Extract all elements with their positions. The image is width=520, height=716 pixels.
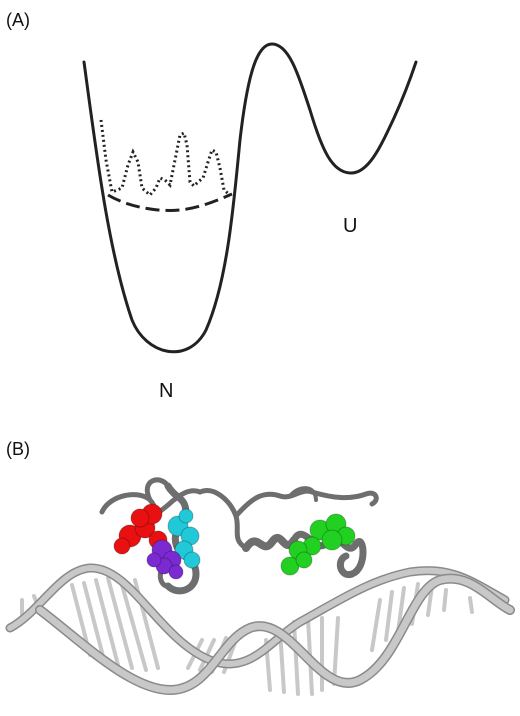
panel-a-label: (A) xyxy=(6,10,30,30)
residue-red-spheres xyxy=(113,503,168,555)
rugged-substate-dotted-curve xyxy=(99,119,231,198)
metastable-dashed-curve xyxy=(107,192,233,212)
panel-b: (B) xyxy=(5,439,515,696)
dna-double-helix xyxy=(5,563,515,696)
dna-base-pairs xyxy=(20,576,474,696)
energy-landscape-curve xyxy=(82,42,418,354)
protein-ribbon xyxy=(99,477,379,595)
residue-cyan-spheres xyxy=(167,508,201,569)
native-well-label: N xyxy=(159,380,173,402)
unfolded-well-label: U xyxy=(343,215,357,237)
protein-helix-middle xyxy=(242,533,298,552)
residue-green-spheres xyxy=(280,513,356,576)
panel-b-label: (B) xyxy=(6,439,30,459)
residue-purple-spheres xyxy=(146,539,184,580)
protein-helix-left xyxy=(164,482,200,595)
panel-a: (A) U N xyxy=(6,10,418,402)
